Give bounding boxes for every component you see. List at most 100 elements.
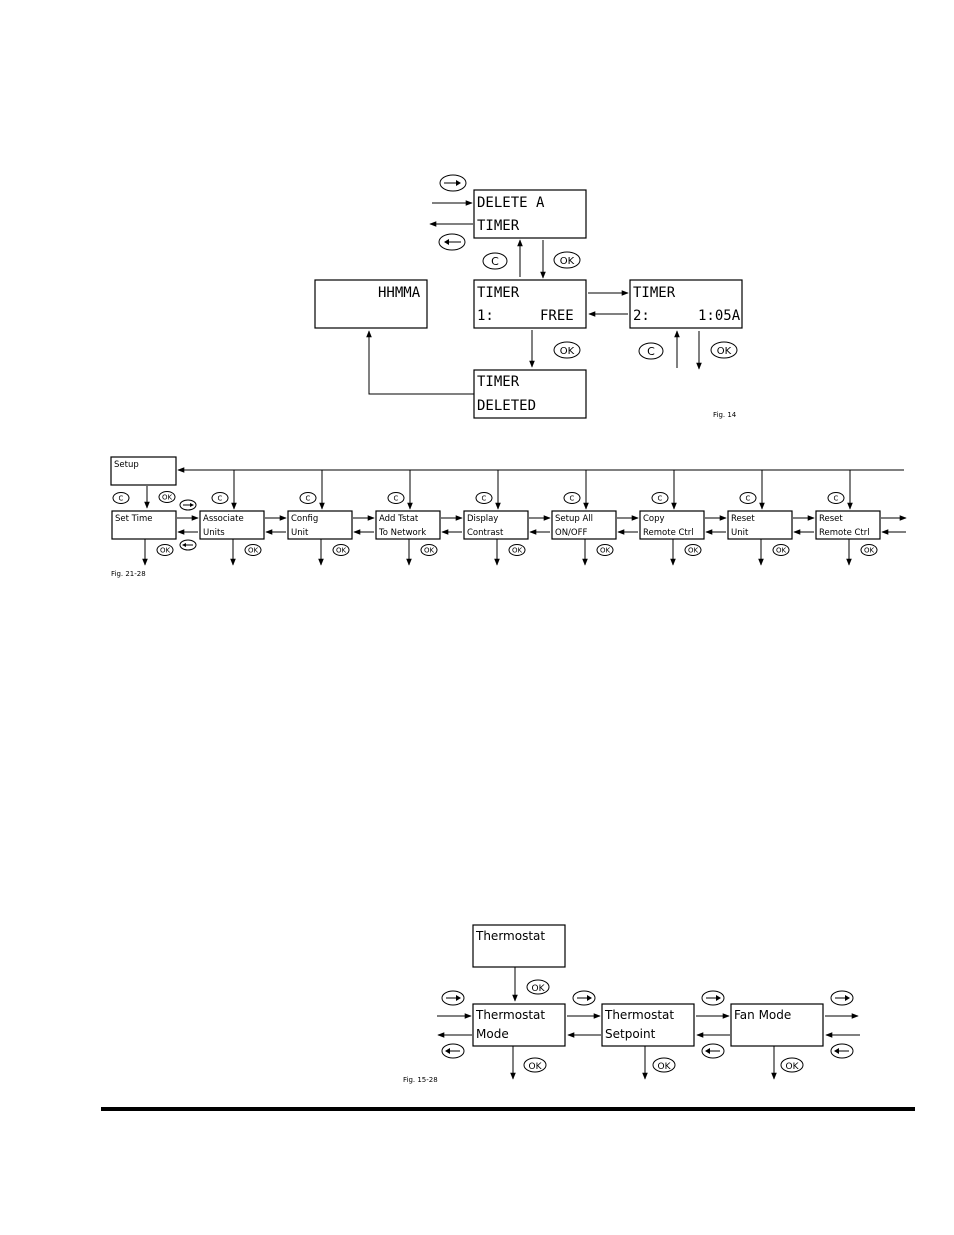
thermostat-diagram: Thermostat OK Thermostat Mode O <box>403 924 860 1084</box>
setup-item-box <box>815 510 881 540</box>
left-arrow-button-icon[interactable] <box>179 539 197 551</box>
setup-item-box <box>463 510 529 540</box>
right-arrow-button-icon[interactable] <box>441 990 465 1006</box>
c-button-label: C <box>834 495 839 503</box>
hhmma-text: HHMMA <box>378 285 421 301</box>
ok-button-icon[interactable]: OK <box>553 341 581 359</box>
setup-item-line1: Reset <box>731 514 755 524</box>
delete-a-line2: TIMER <box>477 218 520 234</box>
setup-item-line1: Reset <box>819 514 843 524</box>
c-button-icon[interactable]: C <box>482 252 508 270</box>
setup-box: Setup <box>110 456 177 486</box>
c-button-label: C <box>647 345 655 358</box>
c-button-label: C <box>119 495 124 503</box>
ok-button-icon[interactable]: OK <box>710 341 738 359</box>
right-arrow-button-icon[interactable] <box>701 990 725 1006</box>
c-button-label: C <box>482 495 487 503</box>
setup-item-line2: Units <box>203 528 225 538</box>
c-button-icon[interactable]: C <box>739 492 757 504</box>
ok-button-icon[interactable]: OK <box>332 544 350 556</box>
setup-item-box <box>551 510 617 540</box>
c-button-icon[interactable]: C <box>112 492 130 504</box>
ok-button-icon[interactable]: OK <box>772 544 790 556</box>
right-arrow-button-icon[interactable] <box>179 499 197 511</box>
timer-deleted-line2: DELETED <box>477 398 536 414</box>
ok-button-icon[interactable]: OK <box>684 544 702 556</box>
timer-free-status: FREE <box>540 308 574 324</box>
ok-button-label: OK <box>248 547 259 555</box>
c-button-icon[interactable]: C <box>211 492 229 504</box>
c-button-label: C <box>746 495 751 503</box>
ok-button-icon[interactable]: OK <box>553 251 581 269</box>
timer-free-line1: TIMER <box>477 285 520 301</box>
ok-button-label: OK <box>336 547 347 555</box>
c-button-label: C <box>306 495 311 503</box>
ok-button-icon[interactable]: OK <box>508 544 526 556</box>
delete-a-line1: DELETE A <box>477 195 545 211</box>
ok-button-label: OK <box>512 547 523 555</box>
hhmma-box: HHMMA <box>314 279 428 329</box>
left-arrow-button-icon[interactable] <box>701 1043 725 1059</box>
setup-item-line2: ON/OFF <box>555 528 587 538</box>
setup-label: Setup <box>114 460 139 470</box>
ok-button-label: OK <box>160 547 171 555</box>
setup-item-box <box>287 510 353 540</box>
ok-button-icon[interactable]: OK <box>523 1057 547 1073</box>
left-arrow-button-icon[interactable] <box>441 1043 465 1059</box>
fan-line1: Fan Mode <box>734 1008 791 1022</box>
ok-button-icon[interactable]: OK <box>596 544 614 556</box>
thermostat-label: Thermostat <box>475 929 545 943</box>
c-button-icon[interactable]: C <box>651 492 669 504</box>
c-button-icon[interactable]: C <box>299 492 317 504</box>
left-arrow-button-icon[interactable] <box>438 233 466 251</box>
setup-item-line2: Contrast <box>467 528 504 538</box>
c-button-icon[interactable]: C <box>475 492 493 504</box>
c-button-icon[interactable]: C <box>827 492 845 504</box>
fan-mode-box: Fan Mode <box>730 1003 824 1047</box>
setup-item-line2: Unit <box>291 528 309 538</box>
right-arrow-button-icon[interactable] <box>439 174 467 192</box>
left-arrow-button-icon[interactable] <box>830 1043 854 1059</box>
ok-button-label: OK <box>600 547 611 555</box>
setup-item-box <box>375 510 441 540</box>
right-arrow-button-icon[interactable] <box>830 990 854 1006</box>
ok-button-label: OK <box>864 547 875 555</box>
c-button-label: C <box>218 495 223 503</box>
setup-item-box <box>199 510 265 540</box>
setup-item-line1: Add Tstat <box>379 514 419 524</box>
ok-button-label: OK <box>658 1062 672 1072</box>
c-button-label: C <box>658 495 663 503</box>
timer-deleted-box: TIMER DELETED <box>473 369 587 419</box>
setpoint-line1: Thermostat <box>604 1008 674 1022</box>
c-button-icon[interactable]: C <box>563 492 581 504</box>
right-arrow-button-icon[interactable] <box>572 990 596 1006</box>
ok-button-label: OK <box>529 1062 543 1072</box>
ok-button-icon[interactable]: OK <box>652 1057 676 1073</box>
timer-2-time: 1:05A <box>698 308 741 324</box>
ok-button-icon[interactable]: OK <box>156 544 174 556</box>
delete-a-timer-box: DELETE A TIMER <box>473 189 587 239</box>
timer-2-box: TIMER 2: 1:05A <box>629 279 743 329</box>
ok-button-label: OK <box>424 547 435 555</box>
ok-button-icon[interactable]: OK <box>860 544 878 556</box>
ok-button-label: OK <box>786 1062 800 1072</box>
setup-item-line2: Unit <box>731 528 749 538</box>
thermostat-box: Thermostat <box>472 924 566 968</box>
ok-button-label: OK <box>717 346 732 357</box>
ok-button-icon[interactable]: OK <box>158 491 176 503</box>
setup-item-line1: Display <box>467 514 498 524</box>
c-button-icon[interactable]: C <box>638 342 664 360</box>
setup-item-line1: Setup All <box>555 514 593 524</box>
ok-button-icon[interactable]: OK <box>420 544 438 556</box>
setup-item-box <box>639 510 705 540</box>
ok-button-icon[interactable]: OK <box>780 1057 804 1073</box>
ok-button-icon[interactable]: OK <box>244 544 262 556</box>
c-button-icon[interactable]: C <box>387 492 405 504</box>
timer-2-line1: TIMER <box>633 285 676 301</box>
mode-line2: Mode <box>476 1027 509 1041</box>
setup-item-line2: Remote Ctrl <box>643 528 694 538</box>
ok-button-icon[interactable]: OK <box>526 979 550 995</box>
ok-button-label: OK <box>776 547 787 555</box>
